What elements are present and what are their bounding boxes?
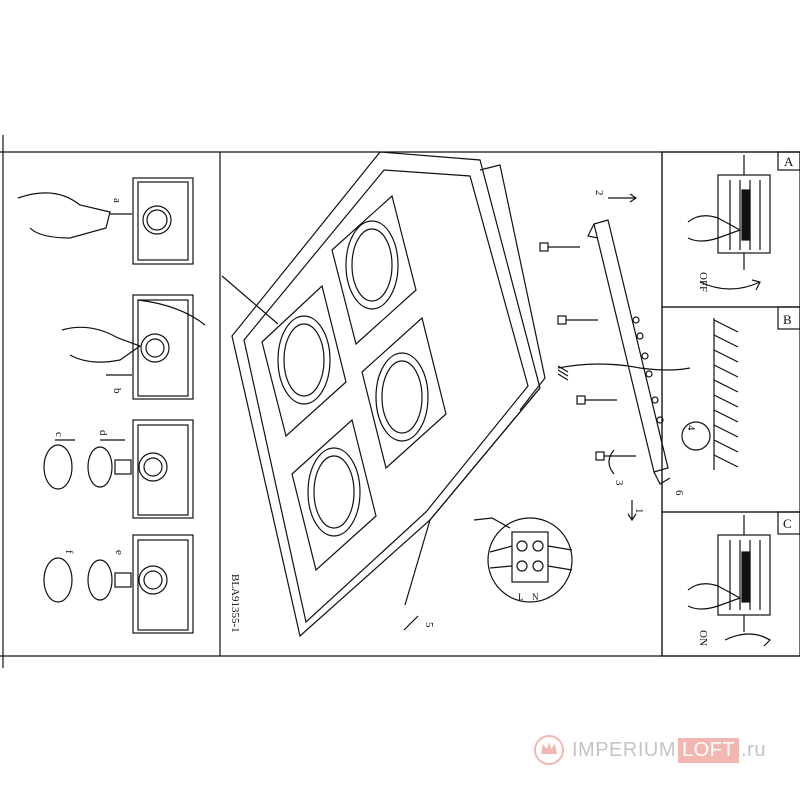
screws [539, 242, 636, 461]
terminal-label-n: N [532, 592, 539, 602]
step-5-label: 5 [423, 622, 435, 628]
panel-b-label: B [783, 312, 792, 327]
step-c-label: c [53, 432, 65, 437]
step-3-label: 3 [613, 480, 625, 486]
step-4-label: 4 [685, 425, 697, 431]
watermark: IMPERIUM LOFT .ru [532, 733, 766, 767]
watermark-loft: LOFT [678, 737, 740, 763]
mounting-bracket [587, 219, 671, 485]
switch-on-label: ON [697, 630, 709, 646]
left-step-ef [43, 534, 194, 634]
lamp-bottom-right [361, 316, 447, 470]
crown-logo-icon [534, 735, 564, 765]
breaker-block-a [687, 155, 771, 291]
panel-c-tag [777, 511, 800, 535]
terminal-block-detail [473, 517, 573, 603]
step-e-label: e [113, 550, 125, 555]
switch-off-label: OFF [697, 272, 709, 292]
model-code: BLA91355-1 [229, 574, 241, 633]
step-6-label: 6 [673, 490, 685, 496]
lamp-top-right [331, 194, 417, 346]
step-1-label: 1 [633, 508, 645, 514]
left-step-cd [43, 419, 194, 519]
watermark-ru: .ru [741, 738, 766, 761]
left-step-ab [17, 177, 194, 265]
wall-hatch [713, 318, 739, 470]
step-2-label: 2 [593, 190, 605, 196]
panel-b [661, 306, 800, 513]
terminal-label-l: L [518, 592, 524, 602]
step-a-label: a [111, 198, 123, 203]
cable-wires [557, 365, 569, 381]
panel-b-tag [777, 306, 800, 330]
panel-c-label: C [783, 516, 792, 531]
step-b-label: b [111, 388, 123, 394]
step-arrows [403, 193, 711, 631]
panel-a-tag [777, 151, 800, 171]
lamp-top-left [261, 284, 347, 438]
step-f-label: f [63, 550, 75, 554]
panel-a-label: A [784, 154, 794, 169]
breaker-block-c [687, 515, 772, 647]
fixture-body [231, 151, 546, 638]
leader-line [221, 275, 279, 325]
supply-cable [557, 363, 691, 371]
lamp-bottom-left [291, 418, 377, 572]
step-d-label: d [97, 430, 109, 436]
panel-c [661, 511, 800, 657]
watermark-imperium: IMPERIUM [572, 738, 676, 761]
left-step-b [61, 294, 206, 400]
